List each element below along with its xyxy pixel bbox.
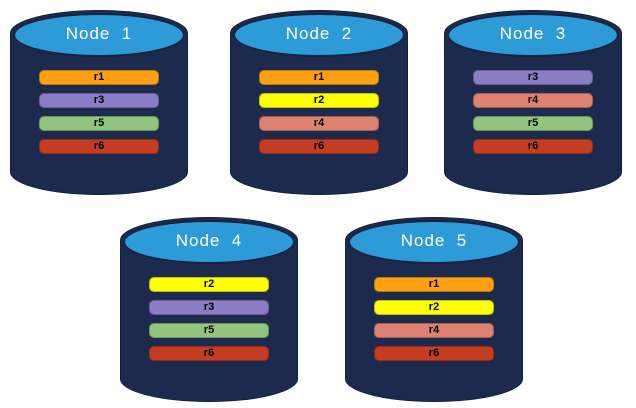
replica-label: r1 <box>313 71 325 83</box>
node-1-replica-list: r1 r3 r5 r6 <box>10 70 188 154</box>
node-3-top-ellipse: Node 3 <box>447 13 619 57</box>
replica-label: r2 <box>428 301 440 313</box>
node-4-replica-list: r2 r3 r5 r6 <box>120 277 298 361</box>
replica-bar-r3: r3 <box>473 70 593 85</box>
replica-bar-r2: r2 <box>374 300 494 315</box>
node-3-title: Node 3 <box>499 24 567 43</box>
replica-bar-r3: r3 <box>149 300 269 315</box>
replica-label: r4 <box>313 117 325 129</box>
replica-bar-r6: r6 <box>473 139 593 154</box>
replica-bar-r6: r6 <box>259 139 379 154</box>
replica-bar-r4: r4 <box>259 116 379 131</box>
node-4-top-ellipse: Node 4 <box>123 220 295 264</box>
replica-label: r5 <box>93 117 105 129</box>
node-1-top-ellipse: Node 1 <box>13 13 185 57</box>
replica-bar-r2: r2 <box>149 277 269 292</box>
replica-bar-r6: r6 <box>39 139 159 154</box>
node-2-top-ellipse: Node 2 <box>233 13 405 57</box>
replica-bar-r1: r1 <box>374 277 494 292</box>
replica-label: r2 <box>203 278 215 290</box>
node-1-title: Node 1 <box>65 24 133 43</box>
replica-bar-r1: r1 <box>39 70 159 85</box>
node-2-title: Node 2 <box>285 24 353 43</box>
replica-bar-r1: r1 <box>259 70 379 85</box>
replica-label: r6 <box>527 140 539 152</box>
node-4-title: Node 4 <box>175 231 243 250</box>
replica-label: r4 <box>527 94 539 106</box>
node-2-cylinder: Node 2 r1 r2 r4 r6 <box>230 10 408 195</box>
replica-label: r5 <box>203 324 215 336</box>
replica-label: r6 <box>428 347 440 359</box>
replica-bar-r4: r4 <box>473 93 593 108</box>
node-5-cylinder: Node 5 r1 r2 r4 r6 <box>345 217 523 402</box>
replica-bar-r2: r2 <box>259 93 379 108</box>
node-5-top-ellipse: Node 5 <box>348 220 520 264</box>
node-3-cylinder: Node 3 r3 r4 r5 r6 <box>444 10 622 195</box>
replica-label: r2 <box>313 94 325 106</box>
node-3-replica-list: r3 r4 r5 r6 <box>444 70 622 154</box>
replica-bar-r5: r5 <box>473 116 593 131</box>
replica-bar-r6: r6 <box>149 346 269 361</box>
replica-label: r6 <box>93 140 105 152</box>
replica-label: r6 <box>203 347 215 359</box>
replica-label: r3 <box>203 301 215 313</box>
replica-label: r3 <box>93 94 105 106</box>
node-5-replica-list: r1 r2 r4 r6 <box>345 277 523 361</box>
replica-bar-r4: r4 <box>374 323 494 338</box>
replica-bar-r6: r6 <box>374 346 494 361</box>
replica-label: r3 <box>527 71 539 83</box>
node-2-replica-list: r1 r2 r4 r6 <box>230 70 408 154</box>
node-4-cylinder: Node 4 r2 r3 r5 r6 <box>120 217 298 402</box>
replica-label: r5 <box>527 117 539 129</box>
replica-bar-r3: r3 <box>39 93 159 108</box>
replica-label: r1 <box>93 71 105 83</box>
replica-label: r4 <box>428 324 440 336</box>
node-5-title: Node 5 <box>400 231 468 250</box>
replica-label: r1 <box>428 278 440 290</box>
replica-bar-r5: r5 <box>149 323 269 338</box>
replica-label: r6 <box>313 140 325 152</box>
replica-bar-r5: r5 <box>39 116 159 131</box>
node-1-cylinder: Node 1 r1 r3 r5 r6 <box>10 10 188 195</box>
